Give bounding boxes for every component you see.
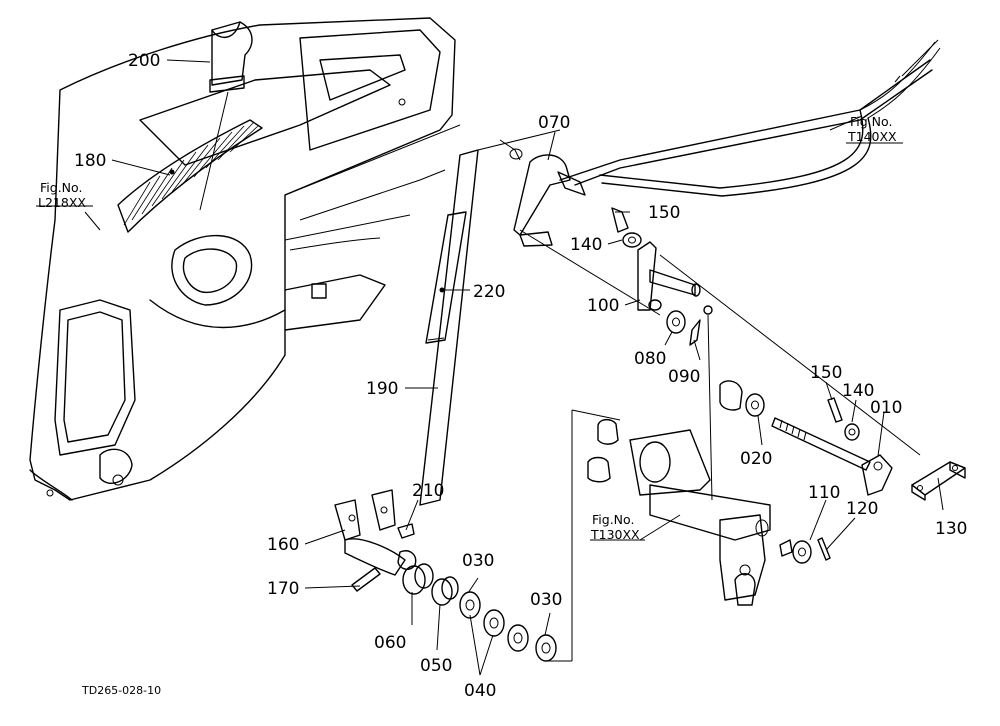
label-110: 110 [808,483,840,503]
label-080: 080 [634,349,666,369]
label-220: 220 [473,282,505,302]
pin-150-upper [611,207,642,248]
label-140-upper: 140 [570,235,602,255]
upper-arm [499,41,941,247]
quadrant-plate [117,119,263,233]
label-090: 090 [668,367,700,387]
pin-170 [351,567,381,592]
lever-rod [419,149,479,506]
leader-lines [36,59,944,676]
ref-t140-line2: T140XX [847,129,897,144]
label-020: 020 [740,449,772,469]
ref-l218-line2: L218XX [38,195,86,210]
label-200: 200 [128,51,160,71]
fender-console [29,17,461,501]
label-030-b: 030 [530,590,562,610]
part-labels: 200 180 070 150 140 100 080 090 220 190 … [74,51,967,701]
label-140-lower: 140 [842,381,874,401]
label-210: 210 [412,481,444,501]
washer-110 [779,537,831,564]
label-180: 180 [74,151,106,171]
label-050: 050 [420,656,452,676]
label-040: 040 [464,681,496,701]
lever-bracket [334,489,417,576]
label-120: 120 [846,499,878,519]
label-130: 130 [935,519,967,539]
lever-knob [199,21,253,211]
shaft-spacers [402,563,557,662]
plate-130 [911,461,966,501]
label-010: 010 [870,398,902,418]
label-190: 190 [366,379,398,399]
threaded-end [894,39,939,83]
figure-references: Fig.No. L218XX Fig.No. T140XX Fig.No. T1… [38,114,897,542]
washer-080 [666,305,713,346]
drawing-code: TD265-028-10 [81,684,161,697]
label-160: 160 [267,535,299,555]
ref-t140-line1: Fig.No. [850,114,892,129]
washer-020 [745,393,765,417]
label-150-upper: 150 [648,203,680,223]
lever-100 [637,241,701,311]
ref-l218-line1: Fig.No. [40,180,82,195]
ref-t130-line1: Fig.No. [592,512,634,527]
bracket-bushes [587,418,619,483]
label-170: 170 [267,579,299,599]
label-030-a: 030 [462,551,494,571]
label-070: 070 [538,113,570,133]
label-060: 060 [374,633,406,653]
label-150-lower: 150 [810,363,842,383]
label-100: 100 [587,296,619,316]
centre-bracket [629,380,771,606]
ref-t130-line2: T130XX [590,527,640,542]
